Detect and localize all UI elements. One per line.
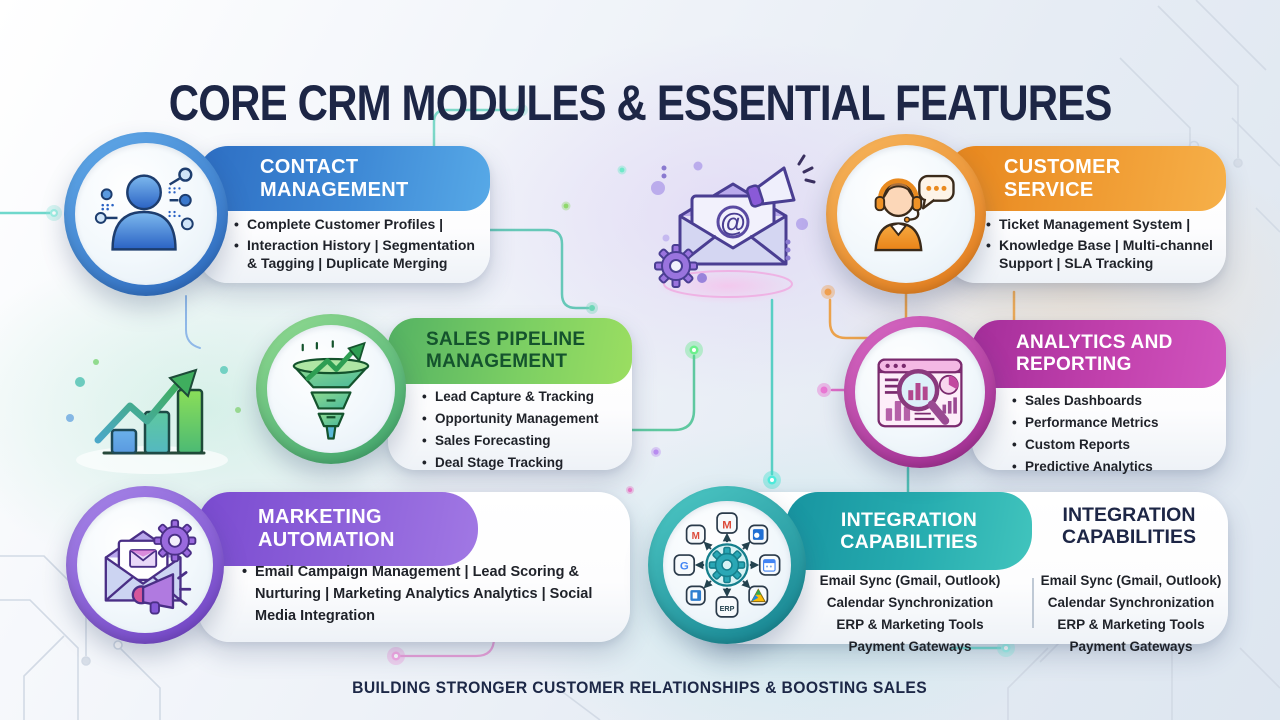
at-symbol: @ [720,207,745,237]
customer-service-features: Ticket Management System | Knowledge Bas… [986,216,1220,276]
feature-item: Email Sync (Gmail, Outlook) [819,573,1001,588]
feature-item: Payment Gateways [848,638,972,654]
module-title-line: ANALYTICS AND [1016,332,1173,354]
erp-icon: ERP [720,604,735,613]
sales-pipeline-header: SALES PIPELINE MANAGEMENT [388,318,632,384]
feature-item: Payment Gateways [1069,638,1193,654]
marketing-automation-header: MARKETING AUTOMATION [198,492,478,566]
feature-item: Calendar Synchronization [826,594,994,610]
sales-funnel-icon [267,325,395,453]
integration-badge: M M G ERP [648,486,806,644]
feature-item: Predictive Analytics [1012,458,1222,477]
teams-icon [690,590,702,601]
analytics-dashboard-icon [855,327,985,457]
feature-item: Complete Customer Profiles | [234,216,482,234]
feature-item: Knowledge Base | Multi-channel Support |… [986,237,1220,273]
feature-item: Sales Dashboards [1012,392,1222,411]
module-analytics-reporting: ANALYTICS AND REPORTING Sales Dashboards… [972,320,1226,476]
feature-item: Opportunity Management [422,410,628,429]
module-marketing-automation: MARKETING AUTOMATION Email Campaign Mana… [198,492,630,642]
feature-item: ERP & Marketing Tools [836,616,984,632]
column-divider [1032,578,1034,628]
outlook-icon [752,529,764,540]
module-title-line: MANAGEMENT [426,351,568,372]
footer-tagline: BUILDING STRONGER CUSTOMER RELATIONSHIPS… [352,679,928,697]
sales-pipeline-features: Lead Capture & Tracking Opportunity Mana… [422,388,628,476]
gmail-icon: M [692,531,700,542]
module-title-line: MARKETING [258,506,382,529]
growth-chart-illustration [52,322,252,482]
feature-item: Ticket Management System | [986,216,1220,234]
marketing-automation-features: Email Campaign Management | Lead Scoring… [242,562,604,630]
sales-pipeline-badge [256,314,406,464]
contact-management-header: CONTACT MANAGEMENT [198,146,490,211]
module-title-line: REPORTING [1016,354,1132,375]
module-title-line: SERVICE [1004,178,1094,201]
feature-item: Performance Metrics [1012,414,1222,433]
feature-item: Email Sync (Gmail, Outlook) [1040,573,1222,588]
module-title-line: AUTOMATION [258,529,395,551]
analytics-features: Sales Dashboards Performance Metrics Cus… [1012,392,1222,480]
marketing-automation-badge [66,486,224,644]
module-title-line: CONTACT [260,155,359,178]
analytics-header: ANALYTICS AND REPORTING [972,320,1226,388]
module-contact-management: CONTACT MANAGEMENT Complete Customer Pro… [198,146,490,283]
contact-management-features: Complete Customer Profiles | Interaction… [234,216,482,276]
module-title-line: MANAGEMENT [260,178,409,201]
integration-header-teal: INTEGRATION CAPABILITIES [786,492,1032,570]
feature-item: Interaction History | Segmentation & Tag… [234,237,482,273]
feature-item: ERP & Marketing Tools [1057,616,1205,632]
feature-item: Deal Stage Tracking [422,454,628,473]
customer-service-badge [826,134,986,294]
integration-hub-icon: M M G ERP [663,501,791,629]
module-sales-pipeline: SALES PIPELINE MANAGEMENT Lead Capture &… [388,318,632,472]
email-megaphone-gear-icon [77,497,213,633]
module-title-line: CUSTOMER [1004,155,1121,178]
integration-header-duplicate: INTEGRATION CAPABILITIES [1036,504,1222,548]
support-agent-icon [837,145,975,283]
module-title-line: CAPABILITIES [1062,526,1196,549]
customer-service-header: CUSTOMER SERVICE [946,146,1226,211]
feature-item: Lead Capture & Tracking [422,388,628,407]
analytics-badge [844,316,996,468]
person-network-icon [75,143,217,285]
page-title: CORE CRM MODULES & ESSENTIAL FEATURES [168,74,1113,131]
feature-item: Sales Forecasting [422,432,628,451]
integration-features-right: Email Sync (Gmail, Outlook) Calendar Syn… [1040,570,1222,657]
module-title-line: CAPABILITIES [840,531,978,553]
email-campaign-illustration: @ [636,146,821,311]
module-customer-service: CUSTOMER SERVICE Ticket Management Syste… [946,146,1226,283]
module-title-line: SALES PIPELINE [426,329,586,351]
drive-icon [750,588,766,603]
module-title-line: INTEGRATION [840,508,978,531]
feature-item: Calendar Synchronization [1047,594,1215,610]
gmail-icon: M [722,519,732,531]
feature-item: Email Campaign Management | Lead Scoring… [242,562,604,627]
contact-management-badge [64,132,228,296]
module-title-line: INTEGRATION [1062,504,1196,526]
feature-item: Custom Reports [1012,436,1222,455]
integration-features-left: Email Sync (Gmail, Outlook) Calendar Syn… [796,570,1024,657]
calendar-icon [763,559,776,572]
google-icon: G [680,561,689,573]
